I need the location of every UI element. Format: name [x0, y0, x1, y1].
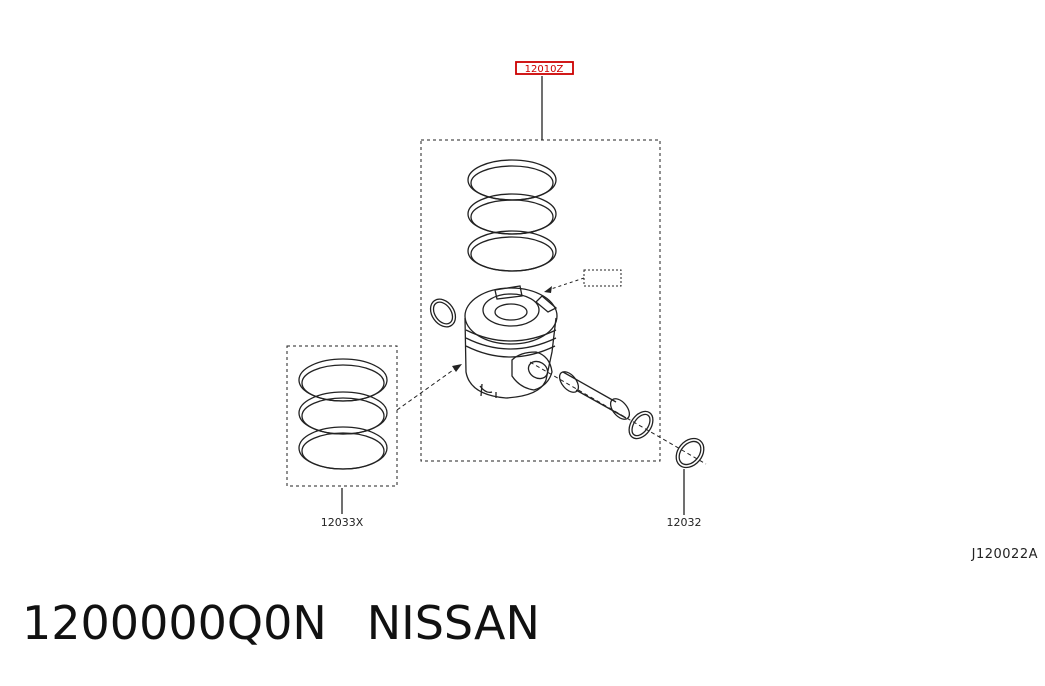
diagram-reference-code: J120022A — [971, 547, 1038, 562]
callout-rings-set-label: 12033X — [321, 516, 364, 529]
callout-highlighted[interactable]: 12010Z — [515, 61, 574, 75]
callout-snap-ring[interactable]: 12032 — [667, 516, 702, 529]
piston-icon — [464, 285, 558, 399]
callout-unnamed-box — [583, 269, 622, 287]
snap-ring-inner-icon — [628, 410, 654, 440]
leader-line-unnamed — [547, 277, 585, 291]
callout-highlighted-label: 12010Z — [525, 64, 564, 75]
assembly-boundary — [420, 139, 661, 462]
pin-axis-line — [529, 361, 707, 465]
leader-line-rings-set-arrow — [396, 367, 457, 411]
callout-rings-set[interactable]: 12033X — [321, 516, 364, 529]
snap-ring-left-icon — [429, 298, 457, 328]
page-caption: 1200000Q0N NISSAN — [22, 596, 540, 650]
rings-set-icon — [298, 358, 388, 470]
brand-name: NISSAN — [366, 596, 540, 650]
rings-set-boundary — [286, 345, 398, 487]
callout-snap-ring-label: 12032 — [667, 516, 702, 529]
part-number: 1200000Q0N — [22, 596, 327, 650]
piston-rings-icon — [467, 159, 557, 272]
parts-diagram: 12010Z — [286, 61, 1038, 562]
snap-ring-icon — [675, 437, 705, 469]
